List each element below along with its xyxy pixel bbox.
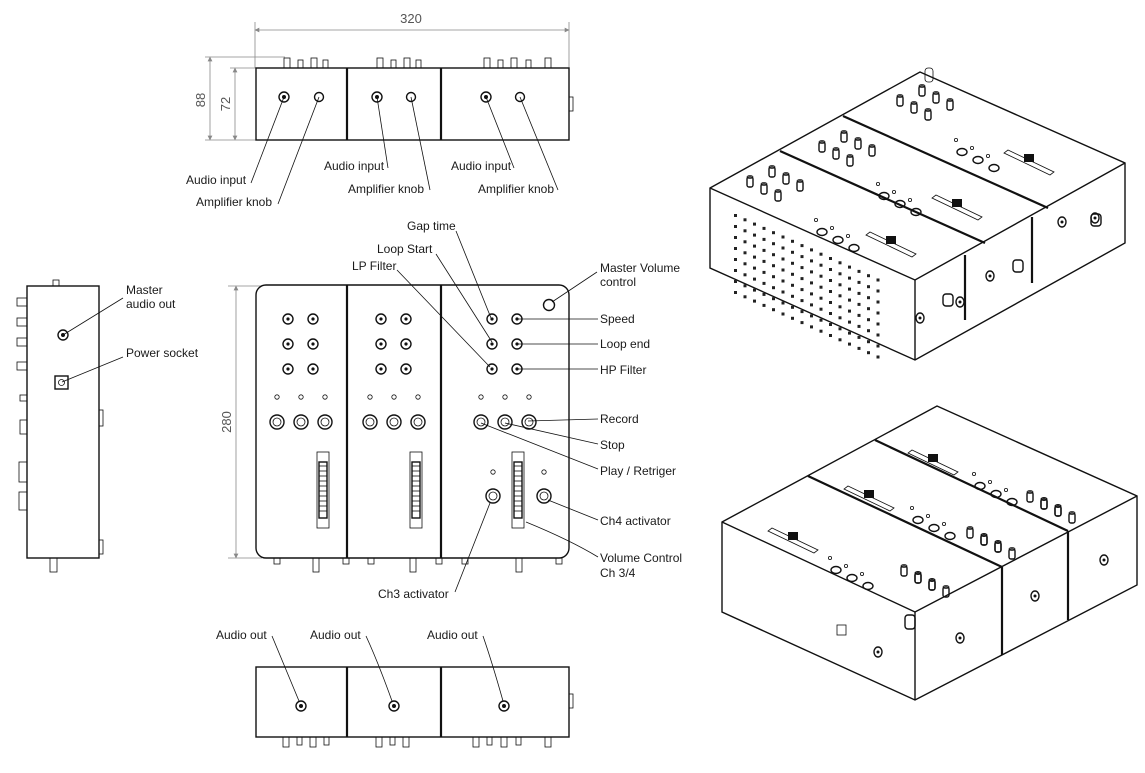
label-ch3-activator: Ch3 activator [378,587,449,601]
front-view: Audio out Audio out Audio out [216,628,574,748]
label-loop-end: Loop end [600,337,650,351]
label-volume-control-line2: Ch 3/4 [600,566,636,580]
label-stop: Stop [600,438,625,452]
dimension-height-outer: 88 [193,93,208,107]
label-record: Record [600,412,639,426]
rear-view: 320 88 72 Audio input A [186,11,574,209]
dimension-width: 320 [400,11,422,26]
label-master-audio-out-line1: Master [126,283,163,297]
label-amplifier-knob-3: Amplifier knob [478,182,554,196]
label-speed: Speed [600,312,635,326]
label-audio-out-3: Audio out [427,628,478,642]
plan-view: 280 Gap time Loop Start LP Fi [219,219,682,601]
label-audio-out-2: Audio out [310,628,361,642]
label-power-socket: Power socket [126,346,199,360]
label-lp-filter: LP Filter [352,259,396,273]
label-master-volume-line2: control [600,275,636,289]
plan-view-controls [269,313,537,529]
label-play-retrigger: Play / Retriger [600,464,676,478]
label-amplifier-knob-1: Amplifier knob [196,195,272,209]
label-audio-out-1: Audio out [216,628,267,642]
label-audio-input-3: Audio input [451,159,512,173]
label-master-audio-out-line2: audio out [126,297,176,311]
label-audio-input-2: Audio input [324,159,385,173]
label-amplifier-knob-2: Amplifier knob [348,182,424,196]
dimension-height-inner: 72 [218,97,233,111]
label-hp-filter: HP Filter [600,363,646,377]
isometric-view-front [721,405,1138,701]
label-loop-start: Loop Start [377,242,433,256]
label-master-volume-line1: Master Volume [600,261,680,275]
isometric-view-rear [709,67,1126,361]
label-audio-input-1: Audio input [186,173,247,187]
dimension-depth: 280 [219,411,234,433]
label-gap-time: Gap time [407,219,456,233]
label-ch4-activator: Ch4 activator [600,514,671,528]
label-volume-control-line1: Volume Control [600,551,682,565]
side-view: Master audio out Power socket [16,279,199,573]
